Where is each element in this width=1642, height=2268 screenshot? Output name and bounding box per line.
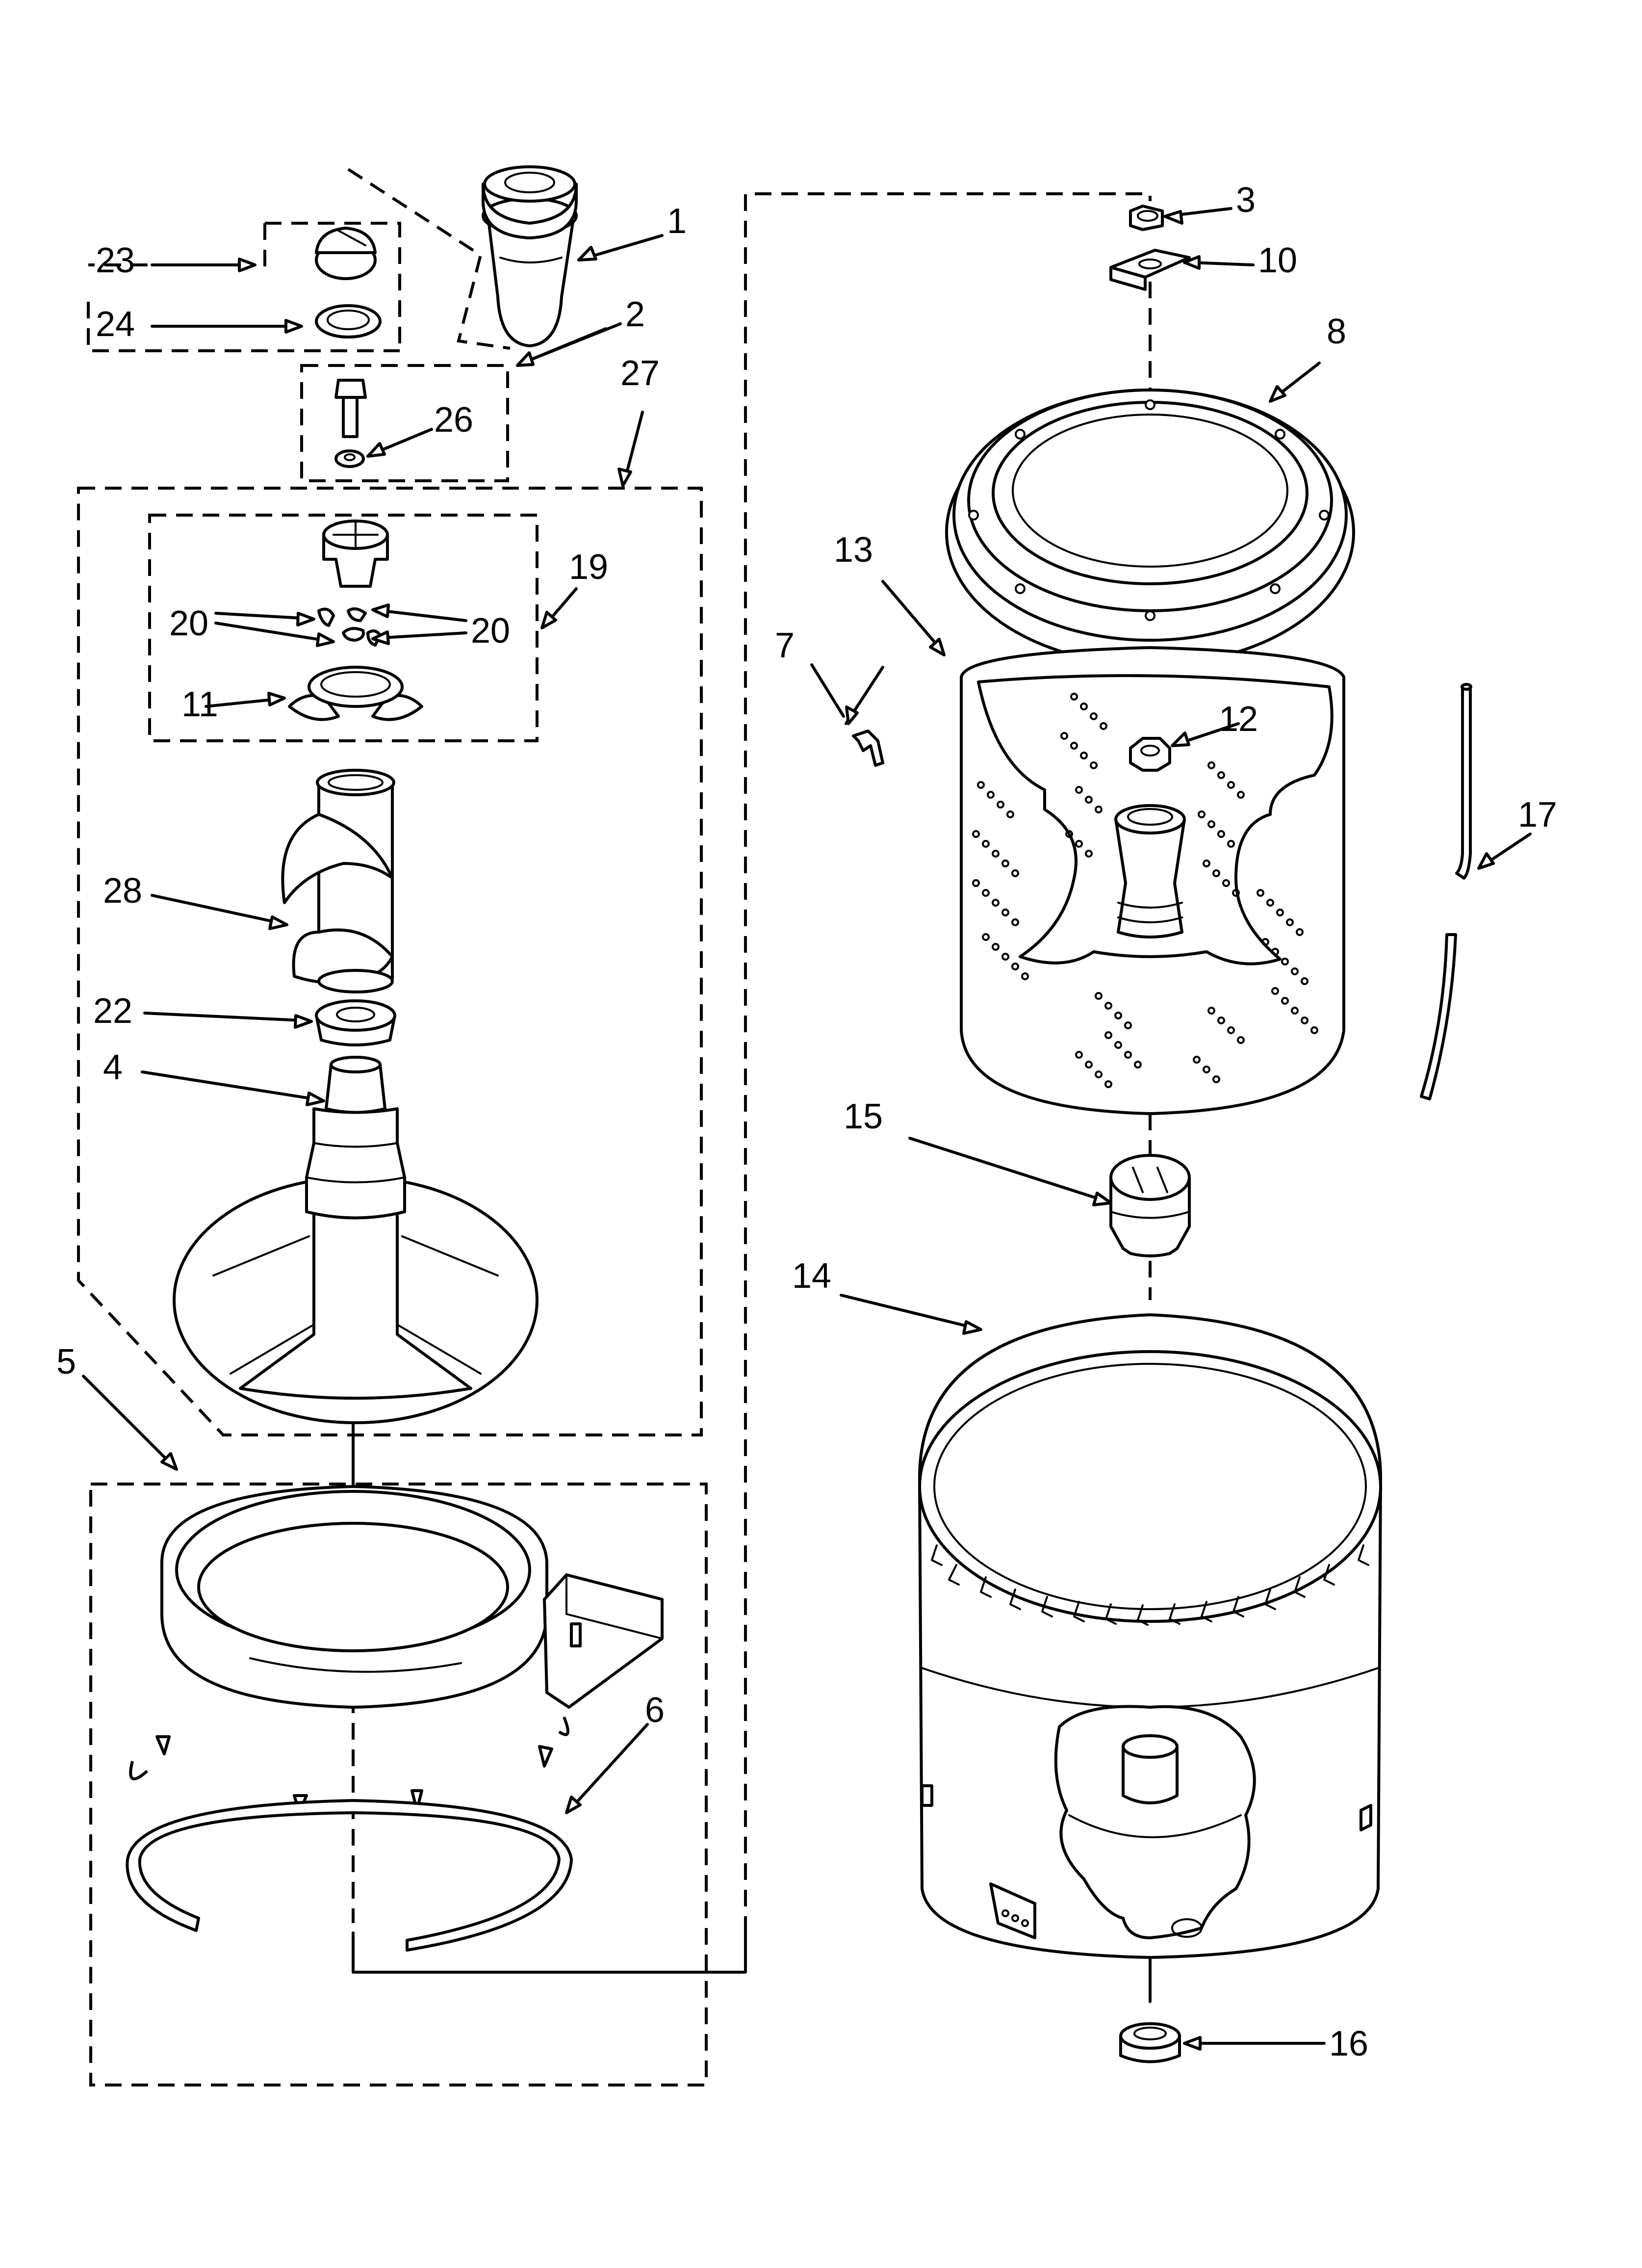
callout-5: 5 xyxy=(56,1342,76,1382)
callout-23: 23 xyxy=(96,241,135,280)
washer-part-26 xyxy=(334,449,365,468)
callout-26: 26 xyxy=(434,400,473,440)
callout-8: 8 xyxy=(1327,312,1346,351)
bearing-part-22 xyxy=(315,999,396,1046)
cam-washer-part-11 xyxy=(288,666,423,721)
spin-basket-part-13 xyxy=(960,646,1345,1115)
bracket-part-10 xyxy=(1109,249,1191,291)
callout-20-left: 20 xyxy=(169,604,208,643)
balance-ring-part-8 xyxy=(945,389,1355,666)
callout-10: 10 xyxy=(1258,241,1297,280)
drive-nut-part-12 xyxy=(1129,737,1171,772)
callout-20-right: 20 xyxy=(471,611,510,651)
callout-22: 22 xyxy=(93,991,132,1031)
cap-part-23 xyxy=(315,227,377,280)
tub-seal-part-16 xyxy=(1119,2022,1181,2063)
leader-lines xyxy=(82,207,1532,2051)
outer-tub-part-14 xyxy=(918,1313,1383,1959)
callout-27: 27 xyxy=(620,354,660,393)
callout-3: 3 xyxy=(1236,181,1256,220)
tub-ring-part-5 xyxy=(129,1485,664,1814)
callout-11: 11 xyxy=(181,685,218,724)
callout-labels: 1 2 3 4 5 6 7 8 10 11 12 13 14 15 16 17 … xyxy=(56,181,1557,2063)
callout-1: 1 xyxy=(667,202,687,241)
agitator-cap-part xyxy=(482,165,578,347)
hose-part-17 xyxy=(1420,683,1472,1100)
callout-28: 28 xyxy=(103,871,142,911)
callout-24: 24 xyxy=(96,305,135,344)
callout-4: 4 xyxy=(103,1048,123,1087)
auger-part-28 xyxy=(281,769,395,993)
snap-ring-part-6 xyxy=(126,1799,573,1952)
callout-13: 13 xyxy=(834,530,873,570)
callout-16: 16 xyxy=(1329,2024,1368,2063)
callout-12: 12 xyxy=(1219,700,1258,739)
callout-15: 15 xyxy=(844,1097,883,1136)
callout-2: 2 xyxy=(625,295,645,334)
seal-ring-part-24 xyxy=(315,304,382,339)
callout-7: 7 xyxy=(775,626,795,665)
bolt-part-2 xyxy=(334,379,367,438)
callout-6: 6 xyxy=(645,1691,665,1730)
hub-part-15 xyxy=(1109,1154,1191,1257)
callout-19: 19 xyxy=(569,547,608,587)
nut-part-3 xyxy=(1129,205,1164,231)
callout-17: 17 xyxy=(1518,795,1557,834)
agitator-base-part-4 xyxy=(173,1056,539,1424)
agitator-cam-part xyxy=(322,520,389,588)
callout-14: 14 xyxy=(792,1256,831,1296)
clip-part-7 xyxy=(852,730,884,767)
